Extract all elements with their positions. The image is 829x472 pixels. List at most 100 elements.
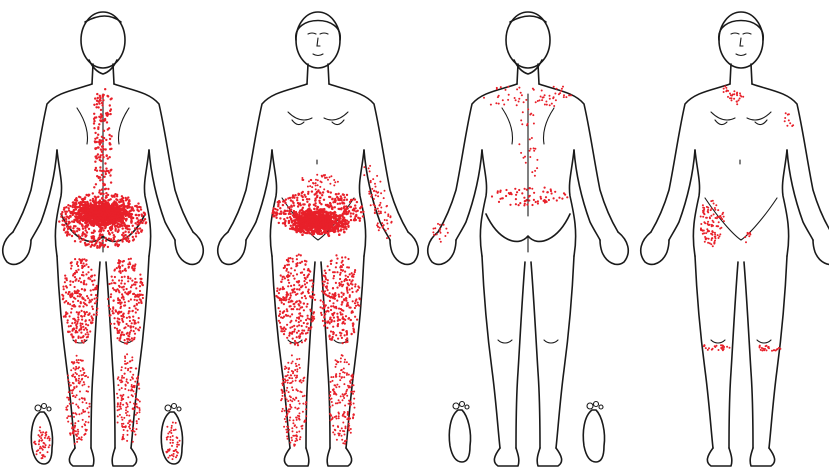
pain-dot [301,297,303,299]
pain-dot [117,299,119,301]
pain-dot [332,380,334,382]
pain-dot [341,354,343,356]
pain-dot [77,429,79,431]
pain-dot [739,92,741,94]
pain-dot [280,210,282,212]
pain-dot [127,196,129,198]
pain-dot [311,279,313,281]
pain-dot [514,97,516,99]
pain-dot [116,241,118,243]
pain-dot [518,204,520,206]
pain-dot [705,238,707,240]
pain-dot [275,217,277,219]
pain-dot [77,300,79,302]
pain-dot [90,322,92,324]
pain-dot [292,338,294,340]
pain-dot [296,417,298,419]
pain-dot [110,97,112,99]
pain-dot [289,197,291,199]
pain-dot [378,229,380,231]
pain-dot [546,104,548,106]
pain-dot [104,188,106,190]
pain-dot [121,423,123,425]
pain-dot [336,287,338,289]
pain-dot [176,444,178,446]
pain-dot [111,232,113,234]
pain-dot [124,360,126,362]
pain-dot [117,397,119,399]
pain-dot [124,339,126,341]
pain-dot [515,203,517,205]
pain-dot [548,199,550,201]
pain-dot [39,426,41,428]
pain-dot [91,220,93,222]
pain-dot [346,341,348,343]
pain-dot [123,286,125,288]
pain-dot [344,196,346,198]
pain-dot [39,436,41,438]
pain-dot [447,232,449,234]
pain-dot [72,210,74,212]
pain-dot [117,223,119,225]
foot-sole-icon [449,402,470,463]
pain-dot [300,286,302,288]
pain-dot [329,399,331,401]
pain-dot [293,303,295,305]
pain-dot [71,294,73,296]
pain-dot [340,369,342,371]
pain-dot [294,444,296,446]
pain-dot [315,188,317,190]
pain-dot [343,194,345,196]
pain-dot [335,254,337,256]
pain-dot [500,86,502,88]
pain-dot [297,390,299,392]
pain-dot [342,329,344,331]
pain-dot [285,406,287,408]
pain-dot [125,363,127,365]
pain-dot [175,422,177,424]
pain-dot [539,99,541,101]
pain-dot [534,175,536,177]
pain-dot [542,191,544,193]
pain-dot [99,189,101,191]
pain-dot [371,194,373,196]
pain-dot [337,338,339,340]
pain-dot [354,207,356,209]
pain-dot [136,295,138,297]
pain-dot [114,208,116,210]
pain-dot [726,346,728,348]
pain-dot [304,340,306,342]
pain-dot [335,218,338,221]
pain-dot [113,282,115,284]
pain-dot [114,327,116,329]
pain-dot [117,404,119,406]
pain-dot [384,190,386,192]
pain-dot [339,266,341,268]
pain-dot [319,208,321,210]
pain-dot [702,204,704,206]
pain-dot [377,222,379,224]
pain-dot [61,224,63,226]
pain-dot [710,243,712,245]
pain-dot [93,127,95,129]
pain-dot [330,263,332,265]
pain-dot [321,314,323,316]
pain-dot [286,387,288,389]
pain-dot [137,228,139,230]
pain-dot [515,198,517,200]
pain-dot [87,333,89,335]
pain-dot [773,349,775,351]
pain-dot [70,325,72,327]
pain-dot [500,190,502,192]
pain-dot [710,200,712,202]
pain-dot [301,209,303,211]
pain-dot [326,327,328,329]
pain-dot [390,215,392,217]
pain-dot [301,192,303,194]
pain-dot [131,367,133,369]
pain-dot [341,222,343,224]
pain-dot [348,374,350,376]
pain-dot [125,197,127,199]
pain-dot [131,266,133,268]
